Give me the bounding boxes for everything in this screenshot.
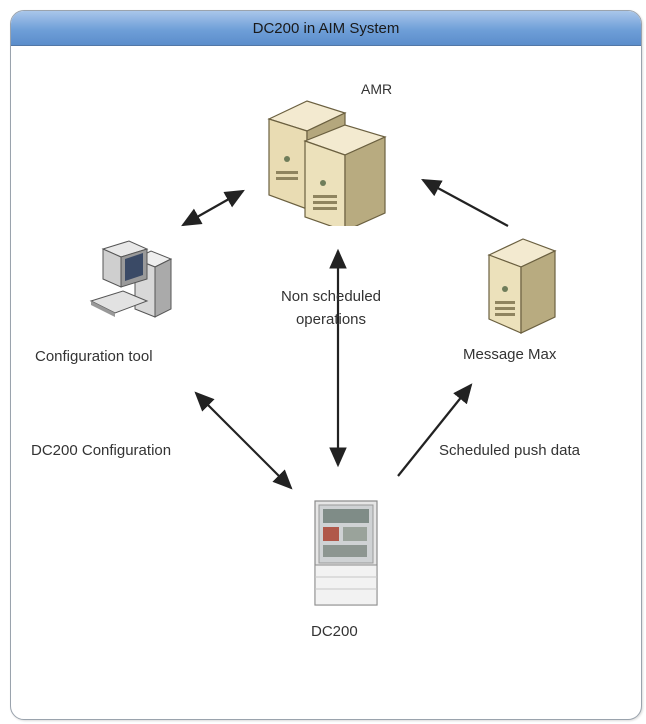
arrow-config-amr	[181, 189, 245, 227]
amr-server-icon	[267, 100, 387, 226]
arrow-config-dc200	[194, 391, 293, 490]
diagram-title: DC200 in AIM System	[11, 11, 641, 46]
connection-arrows	[181, 178, 509, 490]
dc200-label: DC200	[311, 623, 358, 640]
message-max-server-icon	[487, 238, 557, 334]
scheduled-push-label: Scheduled push data	[439, 442, 580, 459]
config-tool-label: Configuration tool	[35, 348, 153, 365]
diagram-panel: DC200 in AIM System	[10, 10, 642, 720]
non-scheduled-label: Non scheduled operations	[280, 288, 382, 328]
arrow-messagemax-amr	[421, 178, 509, 227]
dc200-device-icon	[314, 500, 378, 606]
amr-label: AMR	[361, 81, 393, 97]
message-max-label: Message Max	[463, 346, 557, 363]
dc200-configuration-label: DC200 Configuration	[31, 442, 172, 459]
arrow-dc200-messagemax	[397, 383, 473, 477]
computer-icon	[89, 240, 173, 318]
